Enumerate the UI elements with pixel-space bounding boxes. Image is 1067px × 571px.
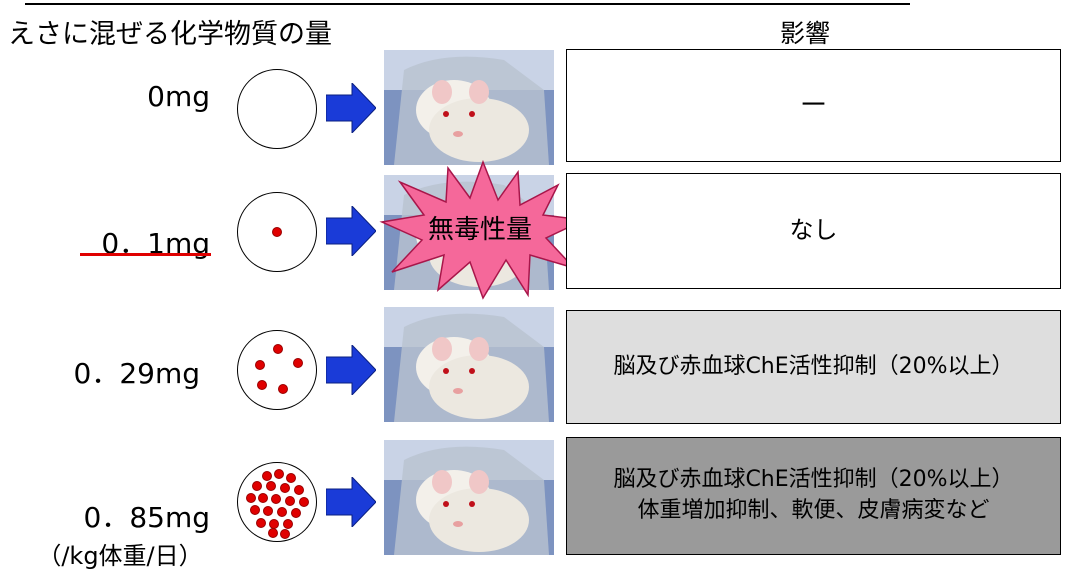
dose-circle-empty — [237, 69, 317, 149]
right-arrow-icon — [326, 477, 376, 527]
effect-text-line1: 脳及び赤血球ChE活性抑制（20%以上） — [613, 467, 1014, 493]
unit-note: （/kg体重/日） — [37, 542, 203, 570]
effect-box-0-85: 脳及び赤血球ChE活性抑制（20%以上） 体重増加抑制、軟便、皮膚病変など — [566, 437, 1061, 555]
red-dot — [262, 471, 272, 481]
rat-photo — [384, 50, 554, 165]
red-dot — [258, 493, 268, 503]
dose-label-0: 0mg — [147, 80, 210, 113]
red-dot — [268, 528, 278, 538]
red-dot — [274, 469, 284, 479]
dose-circle-one-dot — [237, 192, 317, 272]
noael-starburst — [379, 160, 587, 300]
effect-text-line2: 体重増加抑制、軟便、皮膚病変など — [637, 498, 990, 523]
top-rule — [25, 3, 910, 5]
red-dot — [252, 481, 262, 491]
red-dot — [271, 494, 281, 504]
red-dot — [278, 384, 288, 394]
right-arrow-icon — [326, 345, 376, 395]
red-dot — [257, 380, 267, 390]
dose-circle-four-dots — [237, 330, 317, 410]
red-dot — [299, 497, 309, 507]
red-dot — [246, 493, 256, 503]
effect-column-header: 影響 — [780, 19, 831, 48]
right-arrow-icon — [326, 206, 376, 256]
red-dot — [263, 506, 273, 516]
red-dot — [277, 507, 287, 517]
dose-circle-many-dots — [237, 462, 317, 542]
effect-box-0-1: なし — [566, 173, 1061, 289]
red-dot — [280, 483, 290, 493]
red-dot — [291, 508, 301, 518]
red-dot — [280, 529, 290, 539]
rat-photo — [384, 307, 554, 422]
effect-text: 脳及び赤血球ChE活性抑制（20%以上） — [613, 353, 1014, 379]
red-dot — [256, 518, 266, 528]
red-dot — [272, 227, 282, 237]
red-dot — [293, 358, 303, 368]
dose-label-0-85: 0．85mg — [83, 501, 211, 534]
dose-label-0-1: 0．1mg — [101, 227, 210, 260]
dose-column-header: えさに混ぜる化学物質の量 — [8, 19, 332, 50]
red-dot — [250, 505, 260, 515]
red-dot — [285, 496, 295, 506]
red-dot — [273, 344, 283, 354]
rat-photo — [384, 440, 554, 555]
red-dot — [266, 481, 276, 491]
noael-label: 無毒性量 — [427, 215, 532, 245]
effect-box-0: － — [566, 49, 1061, 162]
right-arrow-icon — [326, 83, 376, 133]
noael-underline — [80, 253, 211, 256]
dose-label-0-29: 0．29mg — [73, 357, 201, 390]
effect-text: なし — [789, 216, 838, 245]
red-dot — [283, 519, 293, 529]
red-dot — [294, 485, 304, 495]
effect-box-0-29: 脳及び赤血球ChE活性抑制（20%以上） — [566, 310, 1061, 424]
red-dot — [286, 473, 296, 483]
effect-text: － — [798, 87, 829, 123]
red-dot — [255, 360, 265, 370]
